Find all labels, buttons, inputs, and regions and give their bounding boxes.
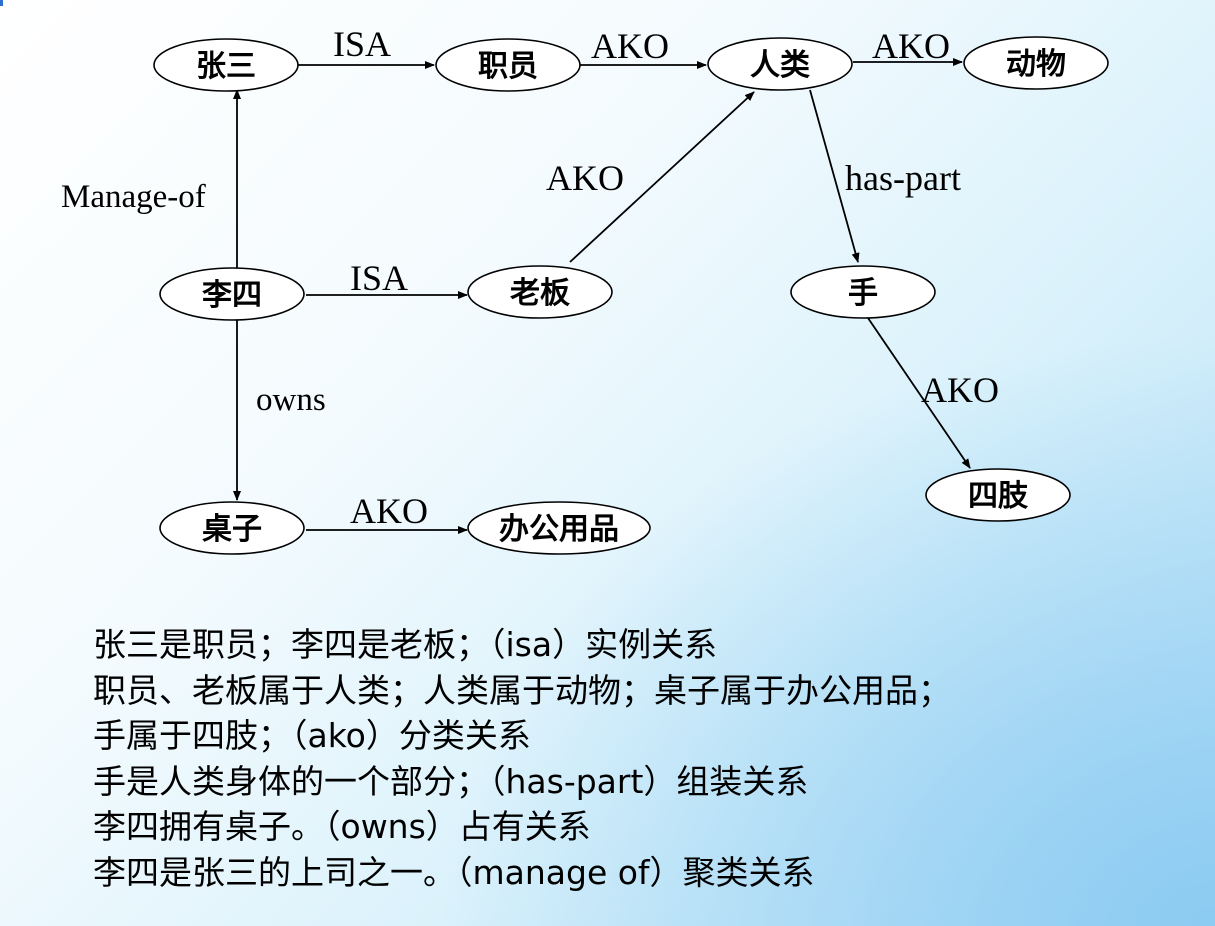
edge-label-lisi-zhangsan: Manage-of [61,179,206,215]
note-line: 职员、老板属于人类；人类属于动物；桌子属于办公用品； [93,670,951,710]
node-lisi: 李四 [159,267,305,321]
node-label-sizhi: 四肢 [968,479,1029,514]
note-line: 李四拥有桌子。（owns）占有关系 [93,807,591,846]
edge-shou-sizhi: AKO [867,317,999,469]
edges: ISA AKO AKO AKO has-part Manage-of [61,24,999,534]
edge-lisi-zhuozi: owns [233,320,326,501]
edge-label-zhiyuan-renlei: AKO [591,26,669,66]
node-zhangsan: 张三 [153,38,299,92]
edge-lisi-zhangsan: Manage-of [61,89,241,268]
node-label-dongwu: 动物 [1006,47,1066,82]
node-label-zhangsan: 张三 [196,49,256,84]
node-shou: 手 [790,265,936,319]
node-label-shou: 手 [848,276,878,311]
node-sizhi: 四肢 [925,468,1071,522]
relation-notes: 张三是职员；李四是老板；（isa）实例关系 职员、老板属于人类；人类属于动物；桌… [93,622,951,895]
semantic-network-diagram: ISA AKO AKO AKO has-part Manage-of [61,24,1109,555]
node-dongwu: 动物 [963,36,1109,90]
node-bangong: 办公用品 [467,501,651,555]
edge-renlei-shou: has-part [809,89,961,263]
node-label-renlei: 人类 [750,48,810,83]
node-laoban: 老板 [467,265,613,319]
edge-label-zhangsan-zhiyuan: ISA [333,24,391,64]
edge-label-lisi-zhuozi: owns [256,382,326,418]
node-label-zhiyuan: 职员 [478,49,538,84]
node-zhuozi: 桌子 [159,501,305,555]
node-label-bangong: 办公用品 [499,512,619,547]
node-renlei: 人类 [707,37,853,91]
edge-zhiyuan-renlei: AKO [580,26,707,69]
node-label-lisi: 李四 [202,278,262,313]
edge-zhuozi-bangong: AKO [306,491,468,534]
nodes: 张三 职员 人类 动物 李四 老板 [153,36,1109,555]
edge-label-shou-sizhi: AKO [921,370,999,410]
node-label-zhuozi: 桌子 [202,512,262,547]
edge-label-zhuozi-bangong: AKO [350,491,428,531]
corner-mark [0,0,3,6]
edge-label-renlei-shou: has-part [845,158,961,198]
edge-label-laoban-renlei: AKO [546,158,624,198]
edge-laoban-renlei: AKO [546,91,755,263]
edge-zhangsan-zhiyuan: ISA [298,24,435,69]
note-line: 张三是职员；李四是老板；（isa）实例关系 [93,625,718,664]
node-zhiyuan: 职员 [435,38,581,92]
edge-lisi-laoban: ISA [306,258,468,299]
edge-label-lisi-laoban: ISA [350,258,408,298]
note-line: 手是人类身体的一个部分；（has-part）组装关系 [93,761,809,801]
node-label-laoban: 老板 [510,276,570,311]
edge-renlei-dongwu: AKO [853,26,963,66]
note-line: 李四是张三的上司之一。（manage of）聚类关系 [93,852,815,892]
note-line: 手属于四肢；（ako）分类关系 [93,716,531,755]
edge-label-renlei-dongwu: AKO [872,26,950,66]
